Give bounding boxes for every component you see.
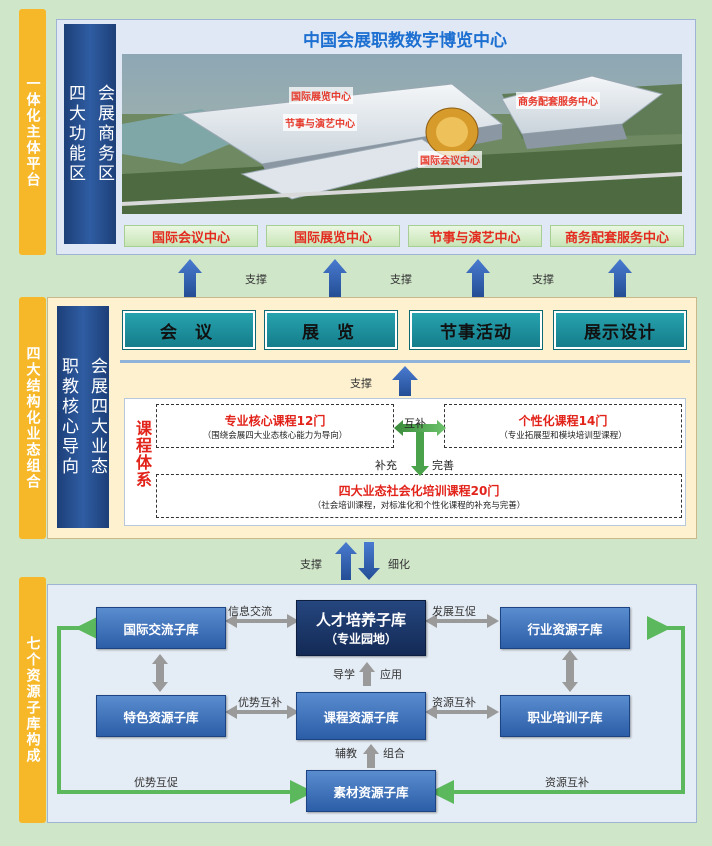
label-develop-promote: 发展互促 <box>432 605 476 618</box>
support-arrow-mid <box>392 366 418 396</box>
between-support-label: 支撑 <box>300 558 322 571</box>
photo-label-festival: 节事与演艺中心 <box>283 114 357 131</box>
talent-library-subtitle: （专业园地） <box>324 632 397 646</box>
personal-course-title: 个性化课程14门 <box>518 413 608 428</box>
label-resource-complement: 资源互补 <box>432 696 476 709</box>
curriculum-connector-arrows <box>394 420 446 476</box>
label-assist-teaching: 辅教 <box>335 747 357 760</box>
zone-label-business: 商务配套服务中心 <box>550 225 684 247</box>
vocational-training-library: 职业培训子库 <box>500 695 630 737</box>
special-resource-library: 特色资源子库 <box>96 695 226 737</box>
green-loop-left <box>57 616 314 804</box>
zone-label-festival: 节事与演艺中心 <box>408 225 542 247</box>
platform-side-label: 一体化主体平台 <box>24 76 41 188</box>
support-arrow-4 <box>608 259 632 297</box>
label-resource-complement-2: 资源互补 <box>545 776 589 789</box>
core-orientation-label-2: 会展四大业态 <box>87 357 107 477</box>
intl-exchange-library: 国际交流子库 <box>96 607 226 649</box>
platform-side-tab: 一体化主体平台 <box>19 9 46 255</box>
zone-label-conference: 国际会议中心 <box>124 225 258 247</box>
label-info-exchange: 信息交流 <box>228 605 272 618</box>
label-advantage-promote: 优势互促 <box>134 776 178 789</box>
supplement-label: 补充 <box>375 459 397 472</box>
structure-side-label: 四大结构化业态组合 <box>24 346 41 490</box>
business-exhibition-button: 展 览 <box>265 311 397 349</box>
label-advantage-complement: 优势互补 <box>238 696 282 709</box>
support-label-2: 支撑 <box>390 273 412 286</box>
support-arrow-3 <box>466 259 490 297</box>
core-course-title: 专业核心课程12门 <box>224 413 326 428</box>
business-conference-button: 会 议 <box>123 311 255 349</box>
curriculum-panel <box>124 398 686 526</box>
resource-side-label: 七个资源子库构成 <box>24 636 41 764</box>
function-zone-label-2: 会展商务区 <box>94 84 114 184</box>
photo-label-business: 商务配套服务中心 <box>516 92 600 109</box>
function-zone-column: 四大功能区 会展商务区 <box>64 24 116 244</box>
support-label-3: 支撑 <box>532 273 554 286</box>
core-orientation-label-1: 职教核心导向 <box>58 357 78 477</box>
zone-label-exhibition: 国际展览中心 <box>266 225 400 247</box>
expo-center-image <box>122 54 682 214</box>
industry-resource-library: 行业资源子库 <box>500 607 630 649</box>
label-combine: 组合 <box>383 747 405 760</box>
mid-support-label: 支撑 <box>350 377 372 390</box>
structure-side-tab: 四大结构化业态组合 <box>19 297 46 539</box>
improve-label: 完善 <box>432 459 454 472</box>
resource-side-tab: 七个资源子库构成 <box>19 577 46 823</box>
platform-title: 中国会展职教数字博览中心 <box>303 30 507 51</box>
support-arrows-top <box>178 259 632 297</box>
business-festival-button: 节事活动 <box>410 311 542 349</box>
core-orientation-column: 职教核心导向 会展四大业态 <box>57 306 109 528</box>
business-display-button: 展示设计 <box>554 311 686 349</box>
core-course-note: （围绕会展四大业态核心能力为导向） <box>202 430 348 441</box>
between-refine-label: 细化 <box>388 558 410 571</box>
mutual-complement-label: 互补 <box>404 417 426 430</box>
curriculum-label: 课程体系 <box>133 420 152 488</box>
divider-line <box>120 360 690 363</box>
support-arrow-2 <box>323 259 347 297</box>
talent-library-title: 人才培养子库 <box>315 611 406 629</box>
function-zone-label-1: 四大功能区 <box>65 84 85 184</box>
personal-course-note: （专业拓展型和模块培训型课程） <box>499 430 627 441</box>
photo-label-conference: 国际会议中心 <box>418 151 482 168</box>
support-label-1: 支撑 <box>245 273 267 286</box>
social-course-box: 四大业态社会化培训课程20门 （社会培训课程，对标准化和个性化课程的补充与完善） <box>156 474 682 518</box>
material-resource-library: 素材资源子库 <box>306 770 436 812</box>
resource-connectors <box>57 614 685 804</box>
core-course-box: 专业核心课程12门 （围绕会展四大业态核心能力为导向） <box>156 404 394 448</box>
course-resource-library: 课程资源子库 <box>296 692 426 740</box>
expo-center-illustration <box>122 54 682 214</box>
talent-cultivation-library: 人才培养子库 （专业园地） <box>296 600 426 656</box>
green-loop-right <box>430 616 685 804</box>
label-guide: 导学 <box>333 668 355 681</box>
support-refine-arrows <box>335 542 380 580</box>
support-arrow-1 <box>178 259 202 297</box>
personal-course-box: 个性化课程14门 （专业拓展型和模块培训型课程） <box>444 404 682 448</box>
label-apply: 应用 <box>380 668 402 681</box>
photo-label-exhibition: 国际展览中心 <box>289 87 353 104</box>
social-course-note: （社会培训课程，对标准化和个性化课程的补充与完善） <box>312 500 526 511</box>
social-course-title: 四大业态社会化培训课程20门 <box>338 483 500 498</box>
